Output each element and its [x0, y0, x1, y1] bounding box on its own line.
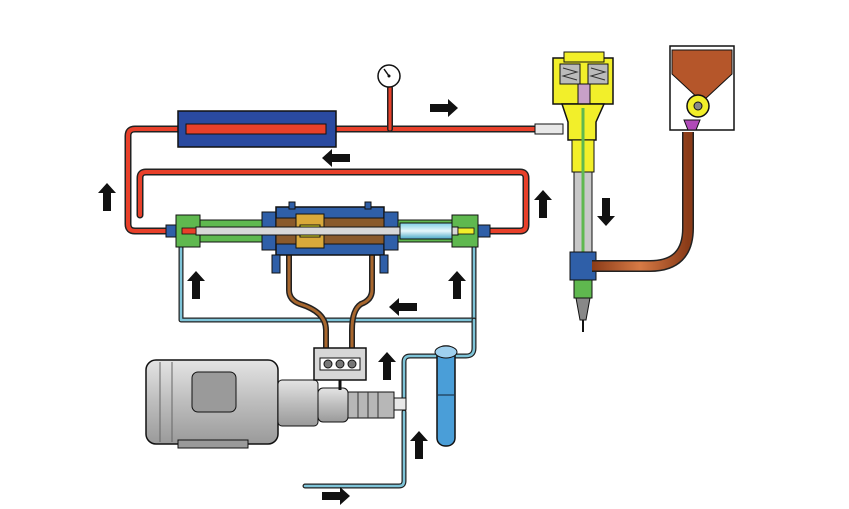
attenuator-tank: [177, 110, 337, 148]
arrow-hp-left: [322, 149, 350, 167]
arrow-lp-left: [389, 298, 417, 316]
arrow-pump-up: [378, 352, 396, 380]
abrasive-hose: [592, 132, 694, 272]
arrow-lp-up-left: [187, 271, 205, 299]
arrow-filter-up: [410, 431, 428, 459]
gauge-icon: [377, 64, 401, 88]
hydraulic-line: [286, 249, 375, 353]
nozzle-icon: [534, 51, 614, 332]
hopper-icon: [669, 45, 735, 131]
motor-icon: [145, 359, 319, 449]
arrow-head-down: [597, 198, 615, 226]
arrow-hp-right: [430, 99, 458, 117]
arrow-hp-up-right: [534, 190, 552, 218]
low-pressure-line: [178, 243, 477, 489]
arrow-inlet-right: [322, 487, 350, 505]
arrow-lp-up-right: [448, 271, 466, 299]
arrow-hp-up-left: [98, 183, 116, 211]
intensifier-pump: [165, 201, 491, 274]
flow-arrows: [98, 99, 615, 505]
high-pressure-line: [124, 85, 544, 235]
filter-icon: [434, 345, 458, 447]
valve-block: [313, 347, 367, 390]
pump-icon: [317, 387, 407, 423]
